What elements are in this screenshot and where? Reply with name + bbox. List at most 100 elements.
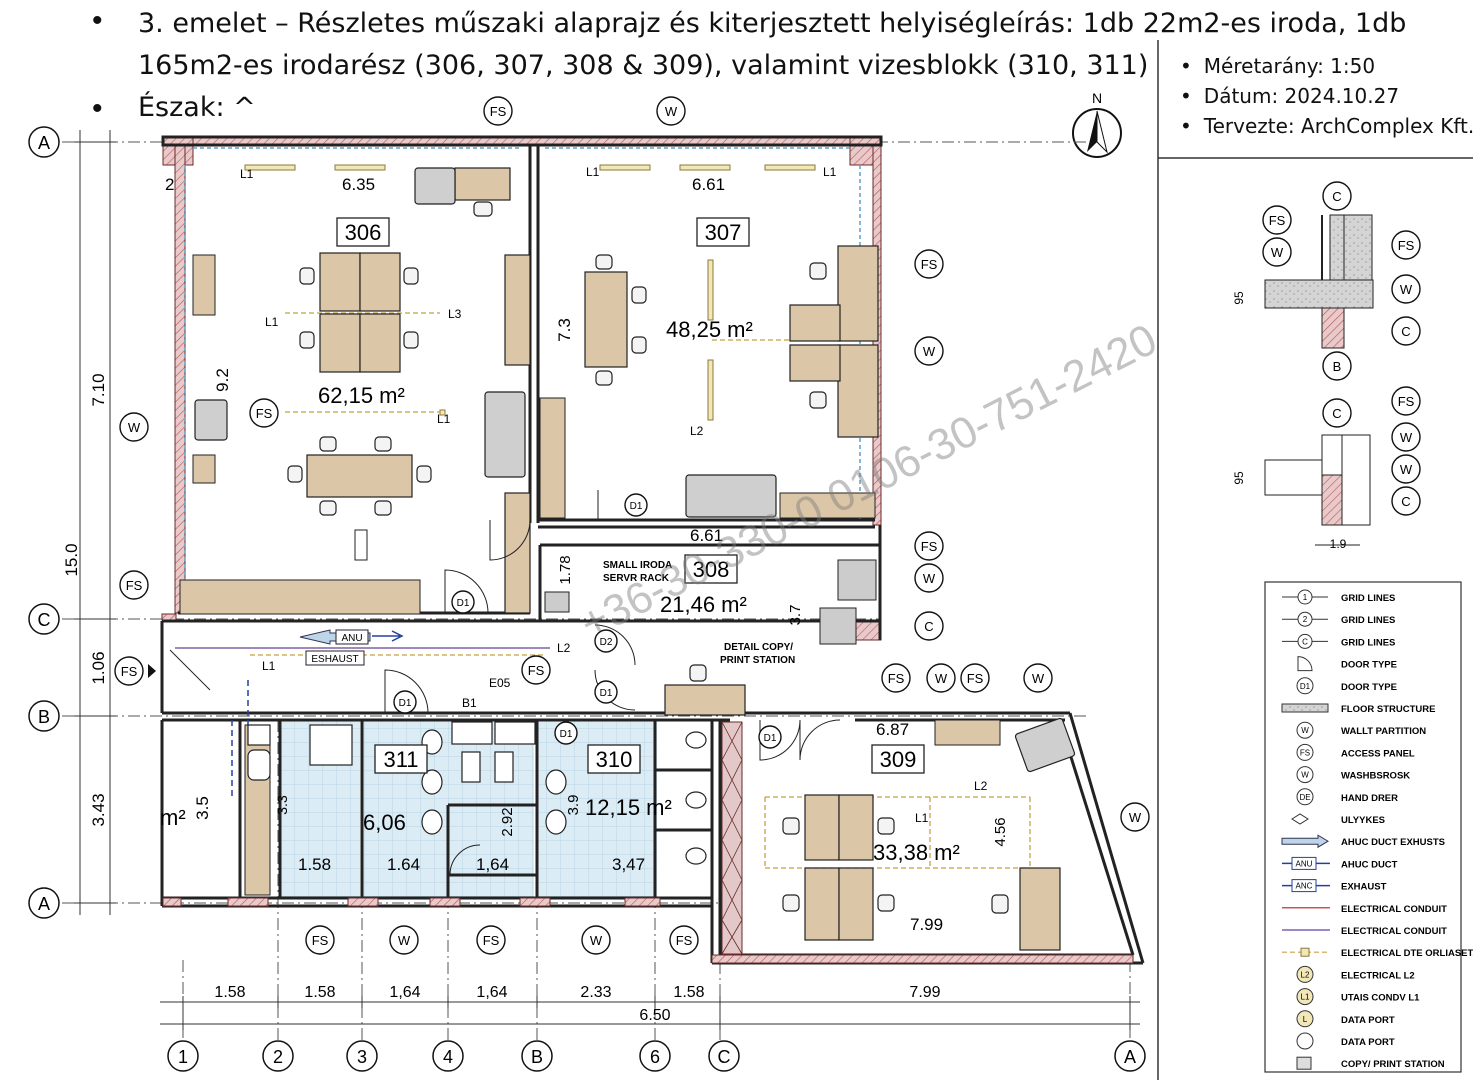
legend-symbol (1296, 988, 1314, 1006)
grid-col-label: A (1124, 1047, 1136, 1067)
room-note: PRINT STATION (720, 655, 795, 666)
tag-c-label: C (1332, 189, 1341, 204)
room-number-box (871, 744, 925, 774)
tag-d1-bubble (758, 725, 782, 749)
legend-label: COPY/ PRINT STATION (1341, 1059, 1445, 1070)
legend-symbol-text: 2 (1303, 615, 1308, 624)
legend-label: DOOR TYPE (1341, 660, 1397, 671)
tag-fs-bubble (521, 655, 551, 685)
fixture-label-l1: L1 (915, 811, 929, 825)
room-note: DETAIL COPY/ (724, 642, 793, 653)
legend-symbol (1297, 656, 1313, 672)
grid-bubble-row (28, 603, 60, 635)
shaft (721, 721, 743, 955)
tag-d1-label: D1 (457, 598, 470, 609)
tag-fs-bubble (914, 531, 944, 561)
grid-col-label: 2 (273, 1047, 283, 1067)
detail-dim: 95 (1232, 291, 1246, 305)
tag-d1-label: D1 (630, 501, 643, 512)
tag-d1-bubble (624, 493, 648, 517)
room-area: 33,38 m² (873, 840, 960, 865)
grid-bubble-row (28, 126, 60, 158)
dim: 1.78 (557, 555, 574, 584)
chairs (287, 201, 1009, 914)
legend-symbol (1291, 879, 1317, 893)
legend-symbol (1296, 1032, 1314, 1050)
room-number: 311 (383, 747, 418, 772)
fixture-label-l2: L2 (974, 779, 988, 793)
legend-label: GRID LINES (1341, 615, 1395, 626)
meta-scale: Méretarány: 1:50 (1180, 54, 1375, 78)
north-label: N (1092, 90, 1102, 106)
legend-symbol (1281, 834, 1329, 849)
legend-symbol (1296, 766, 1314, 784)
legend-label: EXHAUST (1341, 882, 1387, 893)
tag-fs-label: FS (676, 933, 693, 948)
copy-station-icon (837, 559, 877, 601)
tag-w-label: W (128, 420, 141, 435)
legend-symbol (1296, 788, 1314, 806)
tag-fs-bubble (914, 249, 944, 279)
desks (306, 167, 1061, 951)
room-number-box (374, 744, 428, 774)
tag-fs-bubble (119, 570, 149, 600)
room-area: 48,25 m² (666, 317, 753, 342)
window-lines (184, 147, 861, 605)
fixture-label-l1: L1 (437, 412, 451, 426)
tag-fs-label: FS (256, 406, 273, 421)
dim-bottom: 1,64 (476, 984, 507, 1001)
tag-d1-bubble (554, 721, 578, 745)
dim: 3,47 (612, 855, 645, 874)
header-line-2: 165m2-es irodarész (306, 307, 308 & 309)… (138, 50, 1149, 81)
dim: 2 (165, 175, 174, 194)
legend-label: DATA PORT (1341, 1015, 1395, 1026)
fixture-label-l2: L2 (557, 641, 571, 655)
fixture-label-l1: L1 (240, 167, 254, 181)
fixture-label-l1: L1 (823, 165, 837, 179)
tag-c-label: C (1401, 494, 1410, 509)
tag-fs-bubble (669, 925, 699, 955)
room-note: SMALL IRODA (603, 560, 672, 571)
dim: 1.64 (387, 855, 420, 874)
dim: 3.3 (274, 795, 290, 815)
dim-bottom: 2.33 (580, 984, 611, 1001)
bullet: • (92, 92, 103, 125)
room-number: 307 (705, 220, 742, 245)
tag-w-label: W (923, 571, 936, 586)
tag-fs-label: FS (921, 539, 938, 554)
fixture-label-l1: L1 (262, 659, 276, 673)
legend-symbol (1296, 1010, 1314, 1028)
detail-dim: 95 (1232, 471, 1246, 485)
meta-date: Dátum: 2024.10.27 (1180, 84, 1399, 108)
legend-symbol-text: L (1303, 1015, 1308, 1024)
legend-symbol-text: W (1301, 771, 1309, 780)
tag-c-label: C (924, 619, 933, 634)
room-area: 6,06 (363, 810, 406, 835)
meta-designer: Tervezte: ArchComplex Kft. (1180, 114, 1473, 138)
tag-fs-bubble (249, 398, 279, 428)
grid-bubble-col (521, 1040, 553, 1072)
tag-w-bubble (1391, 422, 1421, 452)
grid-col-label: 1 (178, 1047, 188, 1067)
legend-label: ULYYKES (1341, 815, 1385, 826)
tag-w-label: W (1032, 671, 1045, 686)
tag-fs-bubble (305, 925, 335, 955)
room-number: 310 (596, 747, 633, 772)
grid-row-label: A (38, 894, 50, 914)
tag-fs-bubble (476, 925, 506, 955)
tag-fs-label: FS (490, 104, 507, 119)
tag-d1-label: D1 (399, 698, 412, 709)
tag-w-bubble (926, 663, 956, 693)
legend-symbol-text: ANC (1296, 882, 1313, 891)
tag-w-bubble (581, 925, 611, 955)
duct-anu-label: ANU (341, 633, 362, 644)
dim-15: 15.0 (62, 543, 81, 576)
dim: 6.35 (342, 175, 375, 194)
tag-d1-bubble (393, 690, 417, 714)
dim: 4.56 (992, 817, 1009, 846)
dim-710: 7.10 (89, 373, 108, 406)
tag-fs-label: FS (1398, 238, 1415, 253)
dim-chain-left (74, 130, 116, 915)
tag-fs-bubble (1391, 230, 1421, 260)
tag-w-label: W (1400, 282, 1413, 297)
